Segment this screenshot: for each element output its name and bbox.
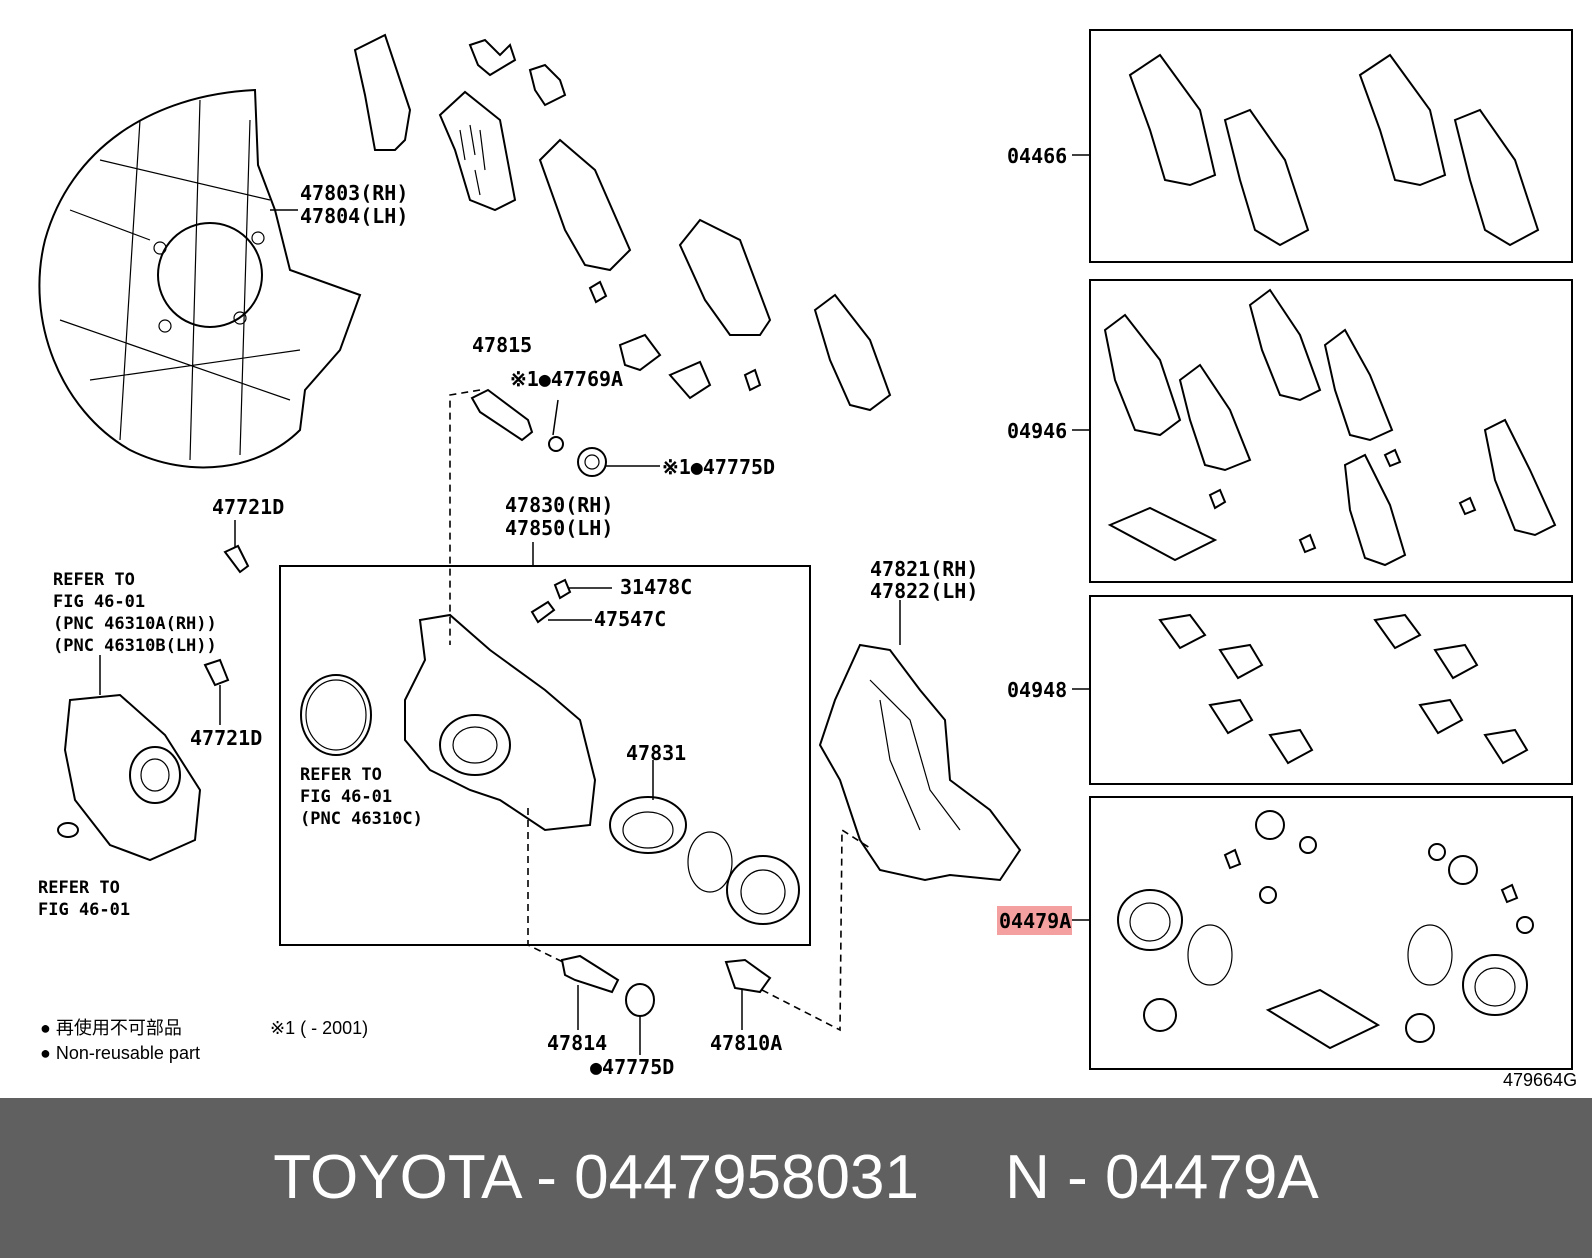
kit-04948-clips bbox=[1158, 613, 1529, 765]
kit-box-04466 bbox=[1089, 29, 1573, 263]
label-04466: 04466 bbox=[1007, 144, 1067, 168]
lower-bolts bbox=[560, 954, 772, 1055]
label-04948: 04948 bbox=[1007, 678, 1067, 702]
label-47850: 47850(LH) bbox=[505, 516, 613, 540]
label-47815: 47815 bbox=[472, 333, 532, 357]
label-47831: 47831 bbox=[626, 741, 686, 765]
pads-top bbox=[353, 33, 892, 412]
caliper-body bbox=[300, 578, 800, 925]
svg-text:(PNC 46310A(RH)): (PNC 46310A(RH)) bbox=[53, 614, 217, 634]
kit-box-04948 bbox=[1089, 595, 1573, 785]
parts-diagram: 47803(RH) 47804(LH) 47815 ※1●47769A ※1●4… bbox=[38, 29, 1577, 1090]
refer-box: REFER TO FIG 46-01 (PNC 46310C) bbox=[300, 765, 423, 829]
kit-04466-pads bbox=[1128, 53, 1540, 247]
slide-pin-upper bbox=[470, 388, 660, 477]
label-47804: 47804(LH) bbox=[300, 204, 408, 228]
svg-text:REFER TO: REFER TO bbox=[53, 570, 135, 590]
legend-japanese: ● 再使用不可部品 bbox=[40, 1018, 182, 1038]
label-31478C: 31478C bbox=[620, 575, 692, 599]
guide-line-upper bbox=[449, 389, 481, 645]
svg-text:FIG 46-01: FIG 46-01 bbox=[300, 787, 392, 807]
label-47803: 47803(RH) bbox=[300, 181, 408, 205]
svg-text:FIG 46-01: FIG 46-01 bbox=[38, 900, 130, 920]
label-47547C: 47547C bbox=[594, 607, 666, 631]
guide-line-bracket bbox=[761, 828, 871, 1032]
label-47822: 47822(LH) bbox=[870, 579, 978, 603]
bleeder-bolt bbox=[203, 544, 250, 687]
label-04946: 04946 bbox=[1007, 419, 1067, 443]
label-04479A: 04479A bbox=[999, 909, 1071, 933]
label-47775D-upper: ※1●47775D bbox=[662, 455, 775, 479]
dust-cover-shape bbox=[38, 88, 362, 469]
kit-box-04479A bbox=[1089, 796, 1573, 1070]
kit-04479A-seals bbox=[1117, 810, 1534, 1050]
label-47814: 47814 bbox=[547, 1031, 607, 1055]
highlight-04479A bbox=[997, 906, 1072, 935]
label-47810A: 47810A bbox=[710, 1031, 782, 1055]
label-47830: 47830(RH) bbox=[505, 493, 613, 517]
kit-04946-pads bbox=[1103, 288, 1557, 567]
legend-english: ● Non-reusable part bbox=[40, 1043, 200, 1063]
refer-left: REFER TO FIG 46-01 (PNC 46310A(RH)) (PNC… bbox=[53, 570, 217, 656]
label-47775D-lower: ●47775D bbox=[590, 1055, 674, 1079]
svg-text:REFER TO: REFER TO bbox=[300, 765, 382, 785]
label-47769A: ※1●47769A bbox=[510, 367, 623, 391]
label-47721D-b: 47721D bbox=[190, 726, 262, 750]
svg-text:(PNC 46310B(LH)): (PNC 46310B(LH)) bbox=[53, 636, 217, 656]
svg-text:FIG 46-01: FIG 46-01 bbox=[53, 592, 145, 612]
label-47821: 47821(RH) bbox=[870, 557, 978, 581]
guide-line-lower bbox=[527, 808, 564, 963]
parking-actuator bbox=[57, 655, 202, 862]
kit-box-04946 bbox=[1089, 279, 1573, 583]
mounting-bracket bbox=[818, 600, 1022, 882]
legend-note1: ※1 ( - 2001) bbox=[270, 1018, 368, 1038]
label-47721D-a: 47721D bbox=[212, 495, 284, 519]
footer-bar: TOYOTA - 0447958031 N - 04479A bbox=[0, 1098, 1592, 1258]
caliper-assembly-box bbox=[279, 565, 811, 946]
footer-part-number: TOYOTA - 0447958031 N - 04479A bbox=[273, 1143, 1319, 1212]
refer-bottom: REFER TO FIG 46-01 bbox=[38, 878, 130, 920]
figure-id: 479664G bbox=[1503, 1070, 1577, 1090]
svg-text:REFER TO: REFER TO bbox=[38, 878, 120, 898]
svg-text:(PNC 46310C): (PNC 46310C) bbox=[300, 809, 423, 829]
